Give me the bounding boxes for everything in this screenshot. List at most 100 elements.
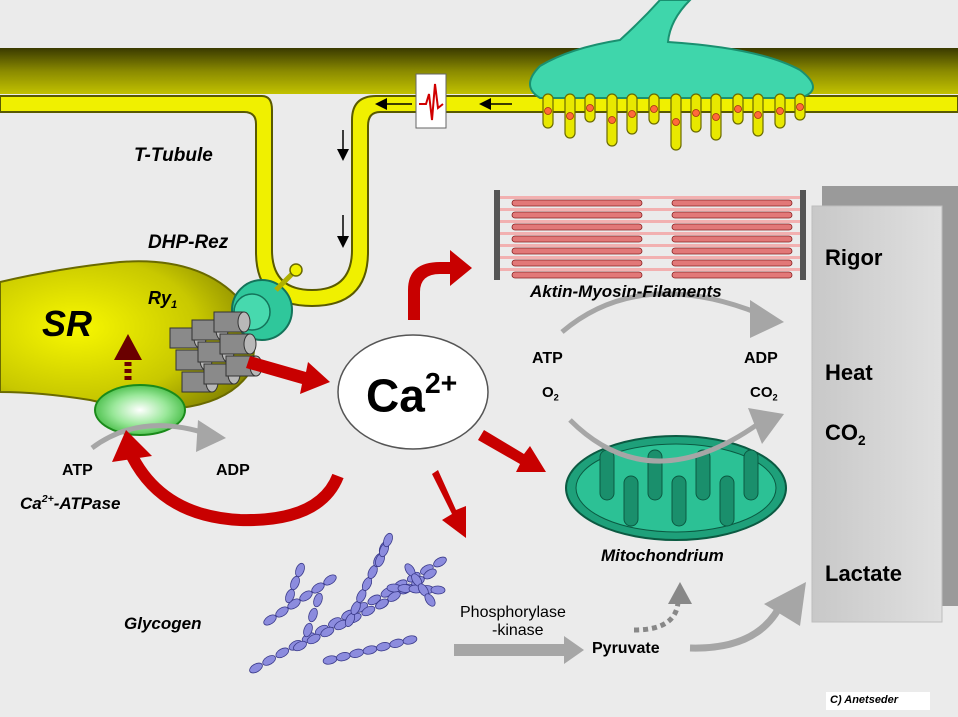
glucose-unit <box>349 648 364 658</box>
myosin-filament <box>671 199 793 207</box>
atp-adp-arc-right <box>560 291 761 334</box>
crista <box>695 449 711 501</box>
vesicle <box>586 104 594 112</box>
glucose-unit <box>430 585 446 595</box>
o2-co2-arc <box>568 418 760 464</box>
mitochondrium <box>565 435 787 541</box>
output-heat: Heat <box>825 360 873 385</box>
ca-to-mitochondrium-arrow <box>478 430 546 472</box>
pyruvate-label: Pyruvate <box>592 640 660 657</box>
calcium-label: Ca2+ <box>366 368 458 422</box>
myosin-filament <box>511 271 643 279</box>
actin-filament <box>500 256 800 259</box>
output-co2: CO2 <box>825 420 866 448</box>
vesicle <box>776 107 784 115</box>
glucose-unit <box>323 574 337 586</box>
glucose-unit <box>320 626 335 638</box>
copyright-label: C) Anetseder <box>830 694 899 706</box>
vesicle <box>628 110 636 118</box>
actin-filament <box>500 196 800 199</box>
t-tubule <box>0 95 958 308</box>
glucose-unit <box>295 562 305 578</box>
motor-endplate <box>529 0 814 99</box>
myosin-filament <box>671 235 793 243</box>
adp-label-right: ADP <box>744 350 778 367</box>
glycogen-label: Glycogen <box>124 614 202 633</box>
ecg-spike-icon <box>415 73 447 129</box>
glucose-unit <box>263 614 277 626</box>
crista <box>671 475 687 527</box>
output-lactate: Lactate <box>825 561 903 586</box>
glucose-unit <box>361 605 376 617</box>
ca-to-filaments-arrow <box>408 250 472 320</box>
myosin-filament <box>671 211 793 219</box>
ca-reuptake-arrowhead <box>112 430 152 462</box>
z-disc <box>800 190 806 280</box>
calcium-ion-node <box>337 334 489 450</box>
glucose-unit <box>262 655 276 666</box>
vesicle <box>650 105 658 113</box>
vesicle <box>796 103 804 111</box>
phosphorylase-arrow <box>454 636 584 664</box>
vesicle <box>692 109 700 117</box>
ca-uptake-arrow <box>114 334 142 380</box>
glucose-unit <box>313 592 323 608</box>
glucose-unit <box>290 575 300 591</box>
glucose-unit <box>433 556 447 568</box>
atp-label-right: ATP <box>532 350 563 367</box>
glucose-unit <box>383 532 393 548</box>
vesicle <box>608 116 616 124</box>
copyright-box <box>826 692 930 710</box>
ryr-cylinder-end <box>237 311 251 333</box>
crista <box>743 449 759 501</box>
glucose-unit <box>249 662 263 674</box>
ryr-cylinder-end <box>243 333 257 355</box>
t-tubule-label: T-Tubule <box>134 145 213 166</box>
glycogen-molecule <box>249 532 447 674</box>
mitochondrium-label: Mitochondrium <box>601 546 724 565</box>
myosin-filament <box>671 223 793 231</box>
atp-adp-arc-arrowhead <box>750 300 784 338</box>
myosin-filament <box>671 271 793 279</box>
glucose-unit <box>376 642 391 652</box>
pyruvate-to-mito-arrow <box>633 582 692 633</box>
myosin-filament <box>511 235 643 243</box>
glucose-unit <box>306 633 321 645</box>
glucose-unit <box>308 607 318 623</box>
vesicle <box>712 113 720 121</box>
o2-co2-arrowhead <box>748 408 784 444</box>
aktin-myosin-label: Aktin-Myosin-Filaments <box>530 282 722 301</box>
glucose-unit <box>389 638 404 648</box>
glucose-unit <box>311 582 325 594</box>
vesicle <box>734 105 742 113</box>
ca-to-glycogen-arrow <box>432 470 466 538</box>
myosin-filament <box>671 247 793 255</box>
sr-label: SR <box>42 303 93 344</box>
adp-label-left: ADP <box>216 462 250 479</box>
glucose-unit <box>299 590 313 602</box>
actin-filament <box>500 232 800 235</box>
vesicle <box>544 107 552 115</box>
glucose-unit <box>424 593 436 607</box>
phosphorylase-label-2: -kinase <box>492 622 544 639</box>
pyruvate-to-lactate-arrowhead <box>764 582 806 626</box>
glucose-unit <box>362 645 378 655</box>
z-disc <box>494 190 500 280</box>
ca-reuptake-arrow <box>124 449 344 527</box>
glucose-unit <box>293 640 307 652</box>
glucose-unit <box>423 568 437 580</box>
myosin-filament <box>511 223 643 231</box>
glucose-unit <box>275 606 289 618</box>
myosin-filament <box>671 259 793 267</box>
glucose-unit <box>275 647 290 659</box>
myosin-filament <box>511 259 643 267</box>
ca-release-arrow <box>246 356 330 394</box>
phosphorylase-label-1: Phosphorylase <box>460 604 566 621</box>
vesicle <box>672 118 680 126</box>
actin-filament <box>500 208 800 211</box>
crista <box>623 475 639 527</box>
pyruvate-to-lactate-arrow <box>689 600 786 652</box>
myosin-filament <box>511 199 643 207</box>
glucose-unit <box>336 652 351 662</box>
ca-atpase-pump <box>94 384 186 436</box>
